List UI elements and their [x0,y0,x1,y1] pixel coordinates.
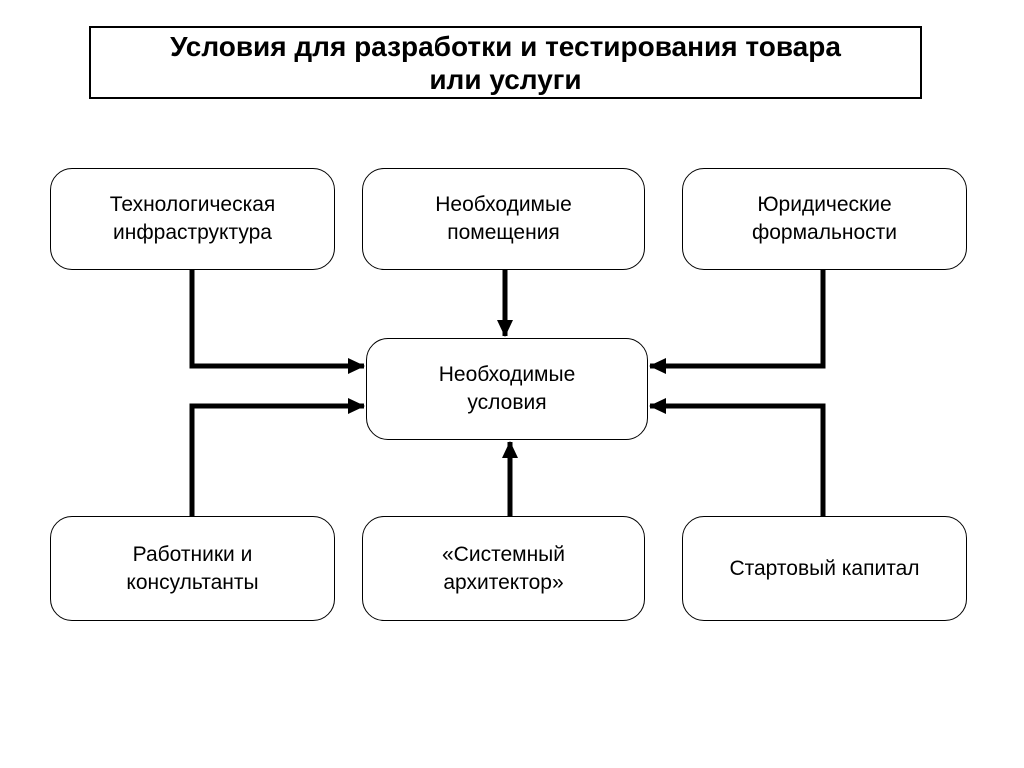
node-label-line: «Системный [442,542,565,566]
arrow-capital-to-center [649,398,826,516]
node-label-line: Работники и [132,542,253,566]
node-legal-formalities: Юридические формальности [682,168,967,270]
node-label-line: Технологическая [109,193,276,216]
page-title-line-1: Условия для разработки и тестирования то… [170,30,841,62]
arrow-legal-to-center [649,270,826,374]
node-required-conditions: Необходимые условия [366,338,648,440]
node-system-architect: «Системный архитектор» [362,516,645,621]
node-start-capital: Стартовый капитал [682,516,967,621]
node-label-line: консультанты [126,570,259,594]
node-required-premises: Необходимые помещения [362,168,645,270]
node-label-line: инфраструктура [113,221,272,244]
arrow-workers-to-center [189,398,365,516]
node-label-line: Необходимые [435,193,572,216]
node-workers-consultants: Работники и консультанты [50,516,335,621]
node-technological-infrastructure: Технологическая инфраструктура [50,168,335,270]
node-label-line: архитектор» [443,570,564,594]
node-label-line: Необходимые [438,363,576,386]
page-title: Условия для разработки и тестирования то… [89,26,922,99]
node-label-line: формальности [751,221,898,244]
arrow-tech-to-center [189,270,365,374]
node-label-line: условия [467,391,547,414]
node-label-line: помещения [447,221,560,244]
node-label-line: Юридические [757,193,892,216]
page-title-line-2: или услуги [429,63,582,95]
node-label-line: Стартовый капитал [729,556,920,580]
